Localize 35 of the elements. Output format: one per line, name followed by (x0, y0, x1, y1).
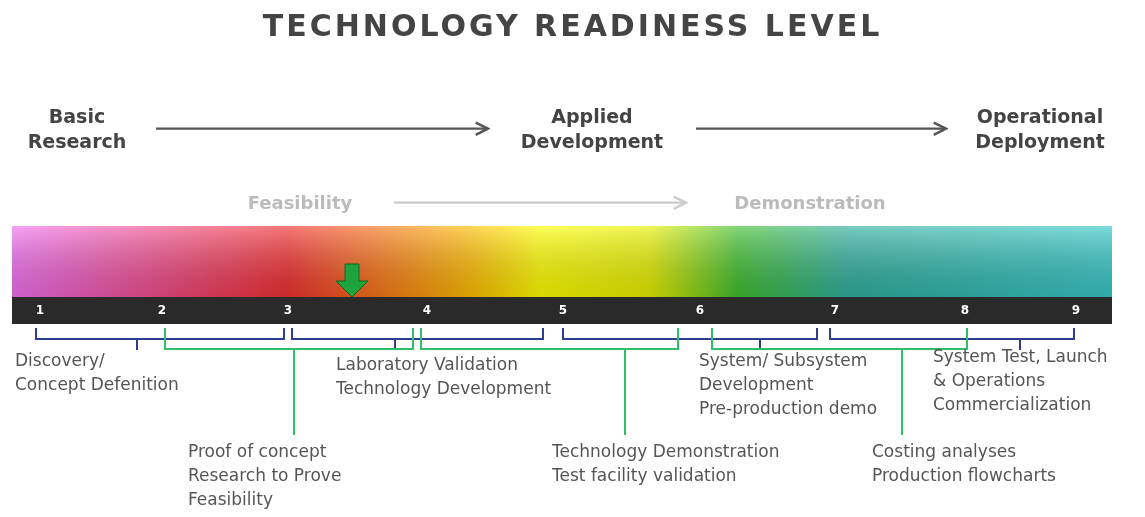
stage-description: Laboratory Validation (336, 354, 518, 374)
arrow (394, 195, 688, 211)
arrow (696, 121, 948, 137)
stage-description: Test facility validation (552, 465, 737, 485)
stage-description: Discovery/ (15, 350, 105, 370)
stage-label: Demonstration (700, 191, 920, 215)
level-number: 3 (283, 303, 293, 317)
level-number: 4 (422, 303, 432, 317)
level-number: 2 (157, 303, 167, 317)
stage-description: Technology Development (336, 378, 552, 398)
stage-description: Costing analyses (872, 441, 1017, 461)
stage-description: Research to Prove (188, 465, 342, 485)
stage-description: Development (699, 374, 814, 394)
level-number: 7 (830, 303, 840, 317)
stage-description: Commercialization (933, 394, 1092, 414)
level-number: 6 (695, 303, 705, 317)
stage-description: & Operations (933, 370, 1046, 390)
stage-description: Concept Defenition (15, 374, 179, 394)
title: TECHNOLOGY READINESS LEVEL (261, 8, 884, 43)
level-number: 8 (960, 303, 970, 317)
stage-label: Applied Development (502, 104, 682, 154)
stage-description: Pre-production demo (699, 398, 878, 418)
stage-description: Feasibility (188, 489, 273, 509)
stage-description: System Test, Launch (933, 346, 1108, 366)
arrow (156, 121, 490, 137)
stage-description: Technology Demonstration (552, 441, 780, 461)
stage-label: Feasibility (220, 191, 380, 215)
stage-label: Operational Deployment (960, 104, 1120, 154)
level-number: 9 (1071, 303, 1081, 317)
stage-description: Production flowcharts (872, 465, 1056, 485)
level-number: 5 (558, 303, 568, 317)
level-number: 1 (35, 303, 45, 317)
stage-label: Basic Research (12, 104, 142, 154)
stage-description: Proof of concept (188, 441, 327, 461)
stage-description: System/ Subsystem (699, 350, 868, 370)
